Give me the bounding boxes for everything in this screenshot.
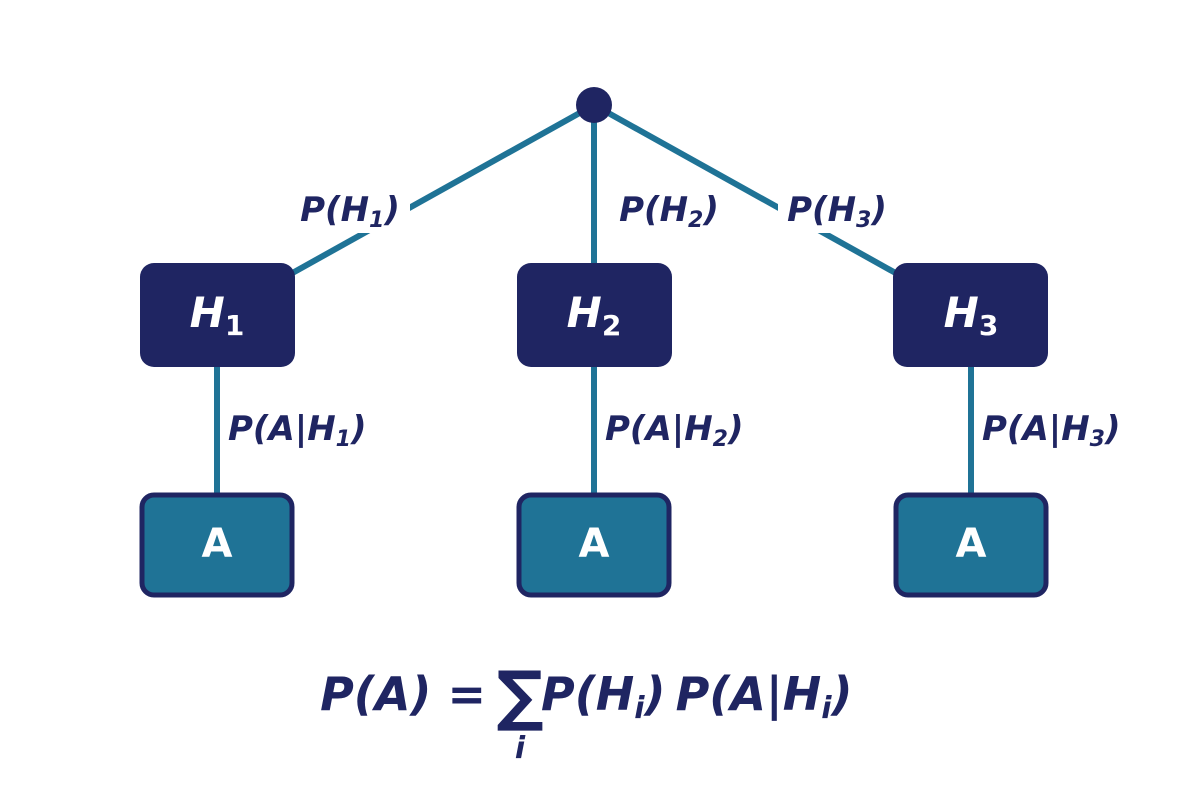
formula-lhs: P(A) = [320, 667, 486, 721]
outcome-node-1: A [139, 492, 295, 598]
branch-label-h1: P(H1) [290, 185, 410, 233]
outcome-node-2: A [516, 492, 672, 598]
hypothesis-node-h1: H1 [140, 263, 295, 367]
cond-label-h1: P(A|H1) [228, 409, 367, 452]
svg-text:P(H1): P(H1) [300, 190, 400, 233]
svg-text:P(H2): P(H2) [619, 190, 719, 233]
svg-text:A: A [202, 521, 233, 567]
svg-text:H3: H3 [944, 288, 999, 342]
cond-label-h2: P(A|H2) [605, 409, 744, 452]
hypothesis-node-h3: H3 [893, 263, 1048, 367]
svg-text:P(H3): P(H3) [787, 190, 887, 233]
hypothesis-node-h2: H2 [517, 263, 672, 367]
outcome-node-3: A [893, 492, 1049, 598]
formula-sigma: ∑ [496, 657, 543, 734]
svg-text:H1: H1 [190, 288, 245, 342]
svg-text:A: A [579, 521, 610, 567]
branch-label-h2: P(H2) [619, 190, 719, 233]
branch-label-h3: P(H3) [778, 185, 898, 233]
svg-text:A: A [956, 521, 987, 567]
formula-index: i [515, 731, 526, 766]
svg-text:H2: H2 [567, 288, 622, 342]
formula-terms: P(Hi)P(A|Hi) [541, 667, 853, 726]
cond-label-h3: P(A|H3) [982, 409, 1121, 452]
root-node [576, 87, 612, 123]
total-probability-formula: P(A) = ∑ i P(Hi)P(A|Hi) [320, 657, 852, 766]
